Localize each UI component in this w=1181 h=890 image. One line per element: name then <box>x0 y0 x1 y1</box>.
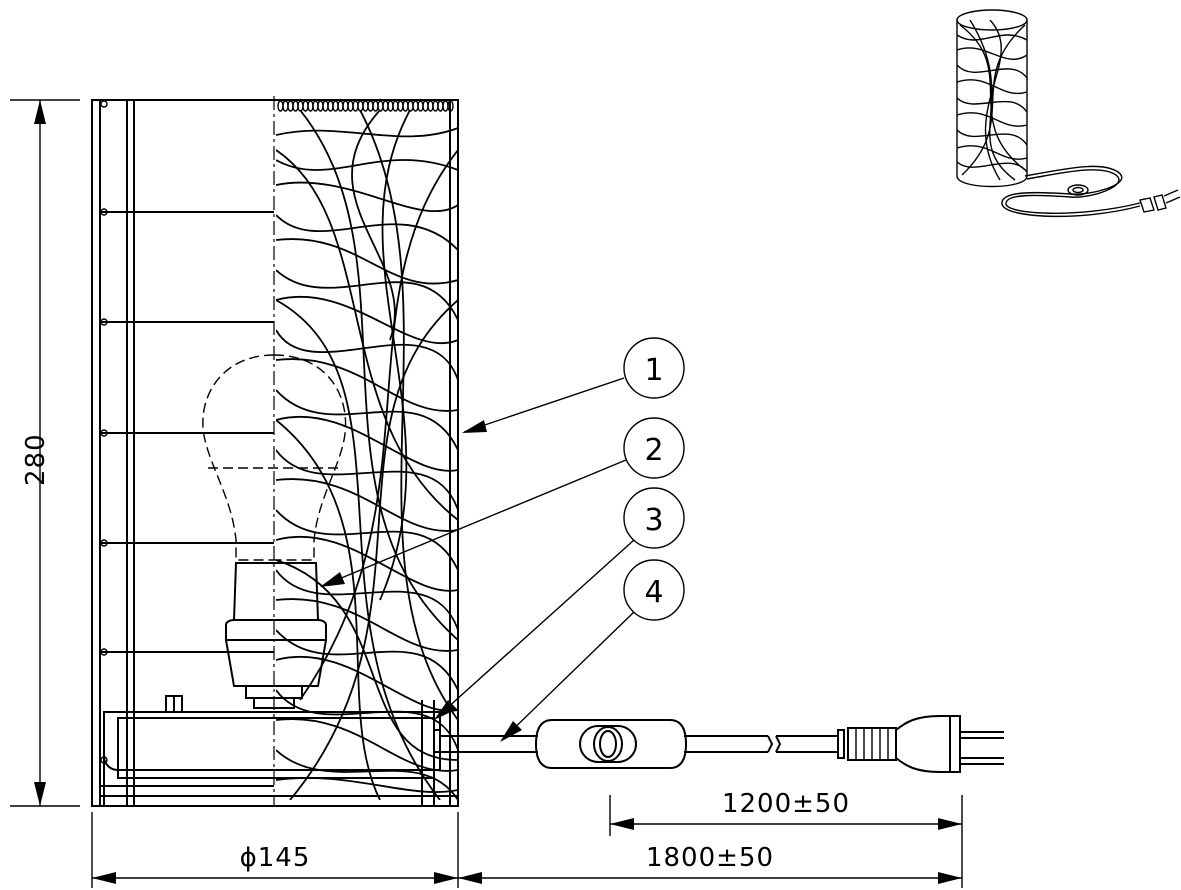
coil-loop <box>412 100 419 112</box>
coil-loop <box>347 100 354 112</box>
coil-loop <box>397 100 404 112</box>
coil-loop <box>417 100 424 112</box>
coil-loop <box>402 100 409 112</box>
diameter-label: ϕ145 <box>240 843 311 873</box>
lamp-perspective-thumbnail <box>956 9 1181 218</box>
coil-loop <box>302 100 309 112</box>
coil-loop <box>342 100 349 112</box>
callout-4: 4 <box>500 559 685 742</box>
coil-loop <box>427 100 434 112</box>
diameter-dimension: ϕ145 <box>91 812 459 888</box>
coiled-top-rim <box>277 100 454 112</box>
coil-loop <box>307 100 314 112</box>
coil-loop <box>407 100 414 112</box>
power-cord <box>440 735 838 753</box>
coil-loop <box>392 100 399 112</box>
callout-2-label: 2 <box>644 433 663 468</box>
power-plug <box>837 715 1004 773</box>
height-label: 280 <box>21 433 51 486</box>
light-bulb <box>202 354 347 561</box>
coil-loop <box>422 100 429 112</box>
lamp-socket <box>224 562 328 709</box>
coil-loop <box>362 100 369 112</box>
coil-loop <box>282 100 289 112</box>
coil-loop <box>447 100 454 112</box>
inline-switch <box>534 719 688 769</box>
coil-loop <box>337 100 344 112</box>
coil-loop <box>372 100 379 112</box>
coil-loop <box>432 100 439 112</box>
lamp-base <box>103 695 441 806</box>
coil-loop <box>317 100 324 112</box>
callout-2: 2 <box>320 417 685 587</box>
cord-switch-dimension: 1200±50 <box>609 789 962 836</box>
coil-loop <box>437 100 444 112</box>
coil-loop <box>382 100 389 112</box>
height-dimension: 280 <box>10 99 80 807</box>
coil-loop <box>322 100 329 112</box>
lamp-frame <box>91 99 459 807</box>
callout-3: 3 <box>434 487 685 720</box>
cord-total-label: 1800±50 <box>646 843 774 873</box>
coil-loop <box>332 100 339 112</box>
coil-loop <box>357 100 364 112</box>
callout-1: 1 <box>462 337 685 433</box>
coil-loop <box>367 100 374 112</box>
coil-loop <box>352 100 359 112</box>
coil-loop <box>442 100 449 112</box>
coil-loop <box>277 100 284 112</box>
cord-switch-label: 1200±50 <box>722 789 850 819</box>
wire-shade-pattern <box>276 110 458 800</box>
coil-loop <box>327 100 334 112</box>
callout-1-label: 1 <box>644 353 663 388</box>
coil-loop <box>312 100 319 112</box>
coil-loop <box>377 100 384 112</box>
coil-loop <box>292 100 299 112</box>
callout-3-label: 3 <box>644 503 663 538</box>
callout-4-label: 4 <box>644 575 663 610</box>
coil-loop <box>287 100 294 112</box>
cord-total-dimension: 1800±50 <box>458 795 963 888</box>
coil-loop <box>387 100 394 112</box>
coil-loop <box>297 100 304 112</box>
